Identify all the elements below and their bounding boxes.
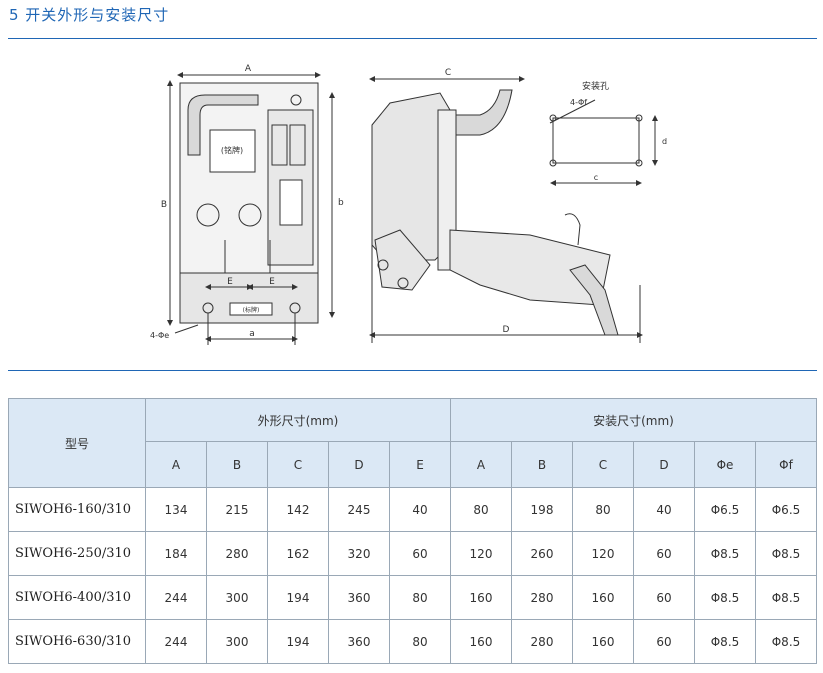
table-cell: 40 bbox=[389, 487, 451, 532]
table-cell: Φ6.5 bbox=[755, 487, 817, 532]
table-cell: Φ6.5 bbox=[694, 487, 756, 532]
dim-label-a: a bbox=[249, 329, 255, 339]
outline-dimensions-header: 外形尺寸(mm) bbox=[145, 398, 451, 442]
dim-label-C: C bbox=[445, 68, 451, 78]
col-header: E bbox=[389, 441, 451, 488]
mounting-label: 安装孔 bbox=[582, 80, 609, 92]
dim-label-B: B bbox=[161, 200, 167, 210]
col-header: B bbox=[206, 441, 268, 488]
table-cell: 80 bbox=[572, 487, 634, 532]
table-cell: 260 bbox=[511, 531, 573, 576]
table-cell: 245 bbox=[328, 487, 390, 532]
model-cell: SIWOH6-630/310 bbox=[8, 619, 146, 664]
table-row: SIWOH6-250/310 184 280 162 320 60 120 26… bbox=[8, 531, 817, 576]
table-cell: Φ8.5 bbox=[755, 619, 817, 664]
table-cell: 160 bbox=[572, 575, 634, 620]
table-cell: 142 bbox=[267, 487, 329, 532]
col-header: A bbox=[450, 441, 512, 488]
table-cell: 300 bbox=[206, 575, 268, 620]
table-cell: 160 bbox=[572, 619, 634, 664]
dim-label-E-right: E bbox=[269, 277, 275, 287]
section-title: 5 开关外形与安装尺寸 bbox=[9, 6, 170, 24]
table-cell: 280 bbox=[511, 575, 573, 620]
front-view bbox=[167, 72, 335, 345]
model-cell: SIWOH6-250/310 bbox=[8, 531, 146, 576]
outline-drawing: A B b E E a 4-Φe (铭牌) (标牌) C D 安装孔 4-Φf … bbox=[150, 64, 667, 345]
dim-label-A: A bbox=[245, 64, 252, 74]
table-cell: 198 bbox=[511, 487, 573, 532]
dim-label-d: d bbox=[662, 137, 667, 146]
table-cell: 320 bbox=[328, 531, 390, 576]
table-cell: Φ8.5 bbox=[694, 531, 756, 576]
table-cell: 184 bbox=[145, 531, 207, 576]
table-cell: 160 bbox=[450, 619, 512, 664]
dim-label-E-left: E bbox=[227, 277, 233, 287]
col-header: Φe bbox=[694, 441, 756, 488]
col-header: B bbox=[511, 441, 573, 488]
table-cell: 194 bbox=[267, 575, 329, 620]
col-header: D bbox=[328, 441, 390, 488]
dim-label-b: b bbox=[338, 198, 344, 208]
table-row: SIWOH6-400/310 244 300 194 360 80 160 28… bbox=[8, 575, 817, 620]
table-cell: Φ8.5 bbox=[694, 575, 756, 620]
nameplate-label: (铭牌) bbox=[221, 145, 243, 155]
table-cell: 360 bbox=[328, 575, 390, 620]
table-cell: 60 bbox=[633, 575, 695, 620]
dim-label-D: D bbox=[503, 325, 510, 335]
table-cell: 60 bbox=[633, 531, 695, 576]
col-header: C bbox=[267, 441, 329, 488]
table-cell: 80 bbox=[389, 575, 451, 620]
install-dimensions-header: 安装尺寸(mm) bbox=[450, 398, 817, 442]
hole-note-e: 4-Φe bbox=[150, 331, 169, 340]
table-cell: 80 bbox=[450, 487, 512, 532]
col-header: D bbox=[633, 441, 695, 488]
table-cell: 160 bbox=[450, 575, 512, 620]
col-header: Φf bbox=[755, 441, 817, 488]
table-cell: 280 bbox=[511, 619, 573, 664]
table-cell: 280 bbox=[206, 531, 268, 576]
side-view bbox=[369, 76, 643, 343]
table-cell: 215 bbox=[206, 487, 268, 532]
rating-plate-label: (标牌) bbox=[243, 306, 260, 314]
table-divider bbox=[8, 370, 817, 371]
table-cell: 134 bbox=[145, 487, 207, 532]
table-cell: 244 bbox=[145, 575, 207, 620]
mounting-hole-diagram bbox=[549, 99, 658, 186]
table-cell: Φ8.5 bbox=[755, 531, 817, 576]
table-cell: 244 bbox=[145, 619, 207, 664]
table-cell: Φ8.5 bbox=[694, 619, 756, 664]
table-cell: 120 bbox=[572, 531, 634, 576]
col-header: C bbox=[572, 441, 634, 488]
table-cell: 60 bbox=[633, 619, 695, 664]
table-row: SIWOH6-630/310 244 300 194 360 80 160 28… bbox=[8, 619, 817, 664]
dimension-table: 型号 外形尺寸(mm) 安装尺寸(mm) A B C D E A B C D Φ… bbox=[8, 398, 817, 664]
table-cell: 162 bbox=[267, 531, 329, 576]
hole-note-f: 4-Φf bbox=[570, 98, 587, 107]
title-divider bbox=[8, 38, 817, 39]
table-cell: 80 bbox=[389, 619, 451, 664]
table-cell: 40 bbox=[633, 487, 695, 532]
table-cell: Φ8.5 bbox=[755, 575, 817, 620]
model-cell: SIWOH6-160/310 bbox=[8, 487, 146, 532]
model-header: 型号 bbox=[8, 398, 146, 488]
table-cell: 360 bbox=[328, 619, 390, 664]
table-cell: 60 bbox=[389, 531, 451, 576]
col-header: A bbox=[145, 441, 207, 488]
table-row: SIWOH6-160/310 134 215 142 245 40 80 198… bbox=[8, 487, 817, 532]
table-cell: 120 bbox=[450, 531, 512, 576]
dim-label-c: c bbox=[594, 173, 598, 182]
table-cell: 300 bbox=[206, 619, 268, 664]
table-cell: 194 bbox=[267, 619, 329, 664]
model-cell: SIWOH6-400/310 bbox=[8, 575, 146, 620]
